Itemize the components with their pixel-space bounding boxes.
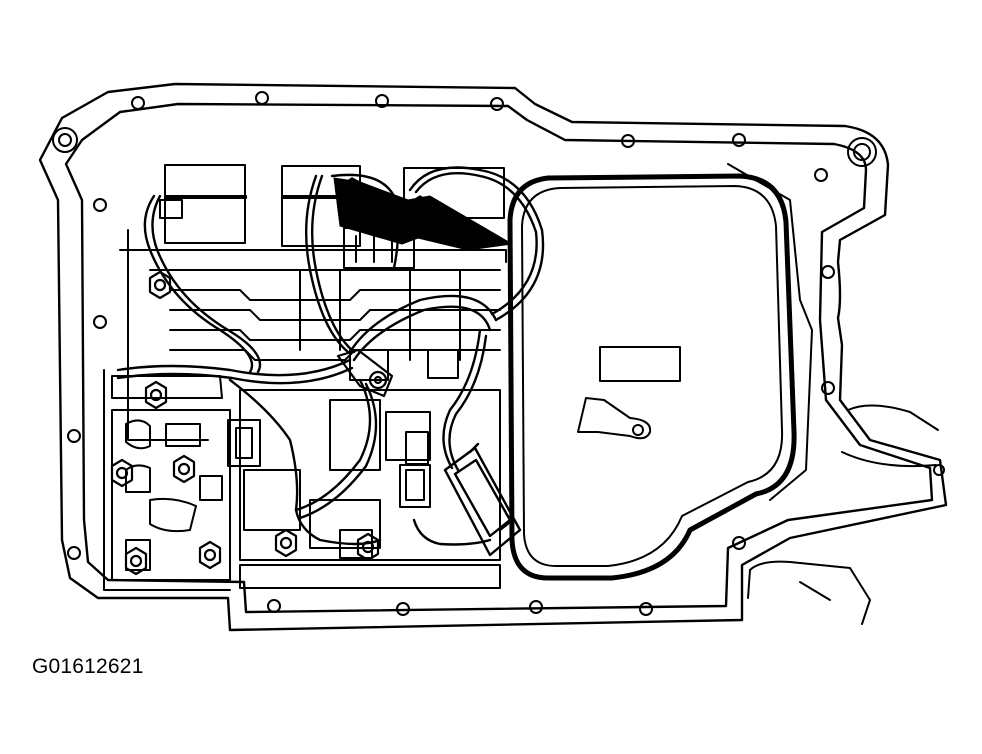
arrow-icon-outline xyxy=(333,177,513,251)
harness-connector xyxy=(443,442,522,557)
separator-plate xyxy=(103,369,501,591)
oil-strainer-inner xyxy=(521,185,784,567)
valve-body-bolts xyxy=(110,270,380,576)
valve-spools xyxy=(119,229,507,441)
harness-clamp xyxy=(336,348,394,398)
wire-harness xyxy=(116,166,545,546)
case-right-details xyxy=(747,404,939,625)
strainer-label-plate xyxy=(599,346,681,382)
strainer-bracket xyxy=(577,397,652,440)
oil-strainer-outline xyxy=(507,173,797,581)
solenoid-connectors xyxy=(227,419,431,559)
strainer-gasket-edge xyxy=(727,163,813,501)
figure-code: G01612621 xyxy=(32,655,144,678)
case-flange-outline xyxy=(38,82,948,632)
flange-bolt-holes xyxy=(52,91,945,616)
